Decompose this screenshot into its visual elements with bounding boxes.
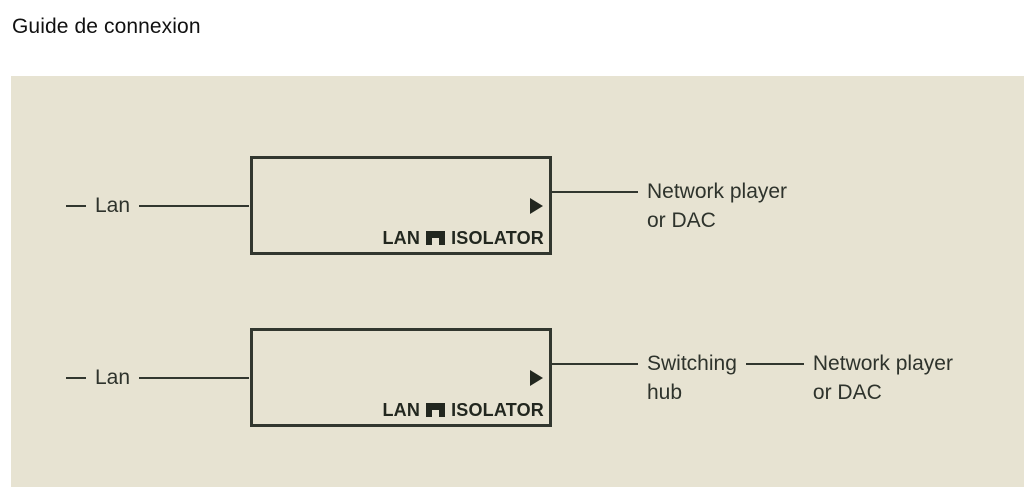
page-title: Guide de connexion <box>12 15 201 38</box>
device-brand-label: LAN ISOLATOR <box>382 227 544 249</box>
isolator-logo-mark-icon <box>426 231 446 245</box>
lead-dash-line <box>66 204 86 207</box>
destination-connector-line <box>552 363 638 365</box>
source-connector-line <box>139 204 250 207</box>
destination-connector-line <box>552 191 638 193</box>
destination-group: Network player or DAC <box>552 156 796 255</box>
intermediate-connector-line <box>745 363 804 365</box>
destination-label-network-player: Network player or DAC <box>647 180 788 232</box>
destination-group: Switching hub Network player or DAC <box>552 328 962 427</box>
brand-suffix-text: ISOLATOR <box>451 228 544 248</box>
source-group: Lan <box>66 156 250 255</box>
brand-prefix-text: LAN <box>382 400 421 420</box>
destination-label-switching-hub: Switching hub <box>647 352 737 404</box>
signal-direction-arrow-icon <box>530 369 543 386</box>
brand-prefix-text: LAN <box>382 228 421 248</box>
lead-dash-line <box>66 376 86 379</box>
source-label-lan: Lan <box>95 193 131 217</box>
lan-isolator-device: LAN ISOLATOR <box>250 328 552 427</box>
signal-direction-arrow-icon <box>530 197 543 214</box>
brand-suffix-text: ISOLATOR <box>451 400 544 420</box>
isolator-logo-mark-icon <box>426 403 446 417</box>
lan-isolator-device: LAN ISOLATOR <box>250 156 552 255</box>
connection-diagram-panel: Lan LAN ISOLATOR Network player or DAC <box>11 76 1024 487</box>
device-brand-label: LAN ISOLATOR <box>382 399 544 421</box>
destination-label-network-player: Network player or DAC <box>812 352 953 404</box>
source-group: Lan <box>66 328 250 427</box>
source-connector-line <box>139 376 250 379</box>
source-label-lan: Lan <box>95 365 131 389</box>
